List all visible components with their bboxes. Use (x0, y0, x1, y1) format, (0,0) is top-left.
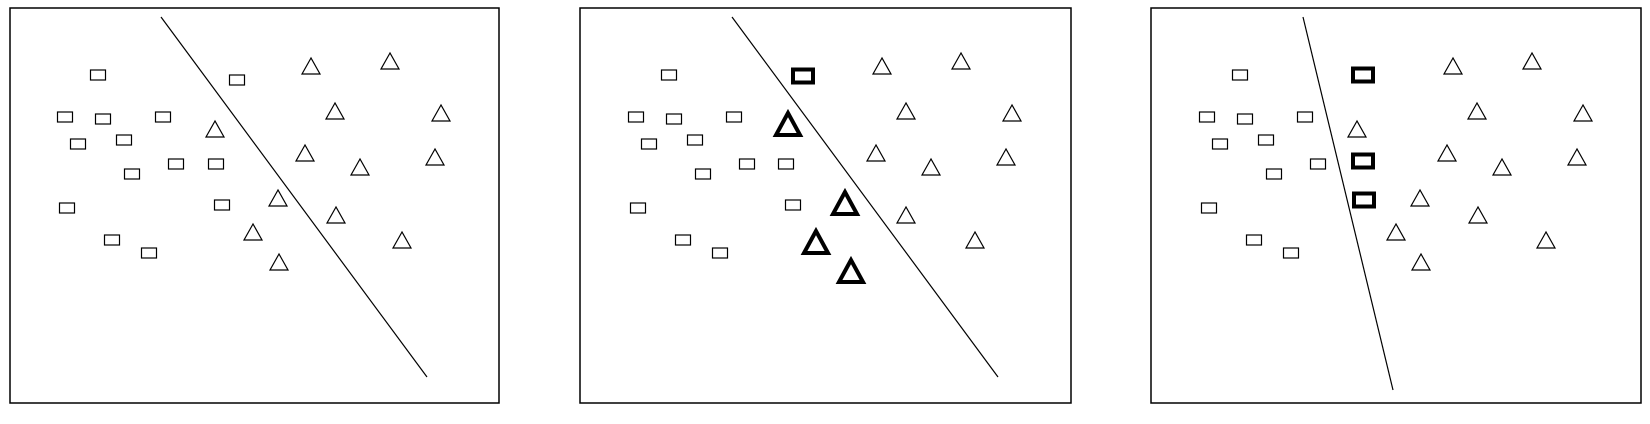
triangle-marker (1346, 119, 1368, 138)
rectangle-marker (140, 247, 158, 259)
triangle-marker (379, 51, 401, 70)
triangle-marker (324, 101, 346, 120)
triangle-marker (242, 222, 264, 241)
triangle-marker (1001, 103, 1023, 122)
rectangle-marker (1200, 202, 1218, 214)
triangle-marker (950, 51, 972, 70)
triangle-marker (424, 147, 446, 166)
panel-3 (1150, 7, 1642, 404)
triangle-marker (1572, 103, 1594, 122)
rectangle-marker (711, 247, 729, 259)
rectangle-marker (94, 113, 112, 125)
triangle-marker (1521, 51, 1543, 70)
triangle-marker (1410, 252, 1432, 271)
triangle-marker (920, 157, 942, 176)
decision-boundary-line (731, 16, 999, 378)
rectangle-marker (627, 111, 645, 123)
rectangle-marker (58, 202, 76, 214)
rectangle-marker (154, 111, 172, 123)
highlighted-rectangle-marker (1351, 152, 1375, 170)
rectangle-marker (69, 138, 87, 150)
triangle-marker (391, 230, 413, 249)
rectangle-marker (1282, 247, 1300, 259)
triangle-marker (1385, 222, 1407, 241)
rectangle-marker (89, 69, 107, 81)
rectangle-marker (629, 202, 647, 214)
rectangle-marker (1231, 69, 1249, 81)
rectangle-marker (784, 199, 802, 211)
highlighted-triangle-marker (835, 255, 867, 284)
panel-1-frame (9, 7, 500, 404)
triangle-marker (895, 205, 917, 224)
highlighted-triangle-marker (829, 187, 861, 216)
triangle-marker (1535, 230, 1557, 249)
triangle-marker (349, 157, 371, 176)
triangle-marker (995, 147, 1017, 166)
rectangle-marker (56, 111, 74, 123)
highlighted-triangle-marker (772, 108, 804, 137)
rectangle-marker (665, 113, 683, 125)
triangle-marker (430, 103, 452, 122)
highlighted-rectangle-marker (791, 67, 815, 85)
decision-boundary-line (160, 16, 428, 378)
rectangle-marker (660, 69, 678, 81)
triangle-marker (1466, 101, 1488, 120)
rectangle-marker (123, 168, 141, 180)
triangle-marker (865, 143, 887, 162)
triangle-marker (1467, 205, 1489, 224)
rectangle-marker (207, 158, 225, 170)
triangle-marker (1436, 143, 1458, 162)
triangle-marker (1409, 188, 1431, 207)
rectangle-marker (115, 134, 133, 146)
rectangle-marker (1236, 113, 1254, 125)
rectangle-marker (777, 158, 795, 170)
rectangle-marker (228, 74, 246, 86)
triangle-marker (1566, 147, 1588, 166)
panel-3-marks (1198, 16, 1594, 391)
triangle-marker (267, 188, 289, 207)
triangle-marker (300, 56, 322, 75)
rectangle-marker (1296, 111, 1314, 123)
panel-2-marks (627, 16, 1023, 378)
rectangle-marker (167, 158, 185, 170)
triangle-marker (325, 205, 347, 224)
panel-1 (9, 7, 500, 404)
triangle-marker (964, 230, 986, 249)
rectangle-marker (674, 234, 692, 246)
rectangle-marker (103, 234, 121, 246)
rectangle-marker (725, 111, 743, 123)
rectangle-marker (1265, 168, 1283, 180)
rectangle-marker (694, 168, 712, 180)
rectangle-marker (738, 158, 756, 170)
rectangle-marker (1245, 234, 1263, 246)
rectangle-marker (1309, 158, 1327, 170)
panel-2 (579, 7, 1072, 404)
rectangle-marker (1257, 134, 1275, 146)
rectangle-marker (640, 138, 658, 150)
triangle-marker (204, 119, 226, 138)
highlighted-rectangle-marker (1351, 66, 1375, 84)
triangle-marker (294, 143, 316, 162)
triangle-marker (871, 56, 893, 75)
rectangle-marker (1211, 138, 1229, 150)
decision-boundary-line (1302, 16, 1394, 391)
rectangle-marker (1198, 111, 1216, 123)
triangle-marker (1491, 157, 1513, 176)
highlighted-triangle-marker (800, 226, 832, 255)
highlighted-rectangle-marker (1352, 191, 1376, 209)
panel-1-marks (56, 16, 452, 378)
panel-3-frame (1150, 7, 1642, 404)
panel-2-frame (579, 7, 1072, 404)
rectangle-marker (213, 199, 231, 211)
triangle-marker (1442, 56, 1464, 75)
rectangle-marker (686, 134, 704, 146)
triangle-marker (895, 101, 917, 120)
triangle-marker (268, 252, 290, 271)
